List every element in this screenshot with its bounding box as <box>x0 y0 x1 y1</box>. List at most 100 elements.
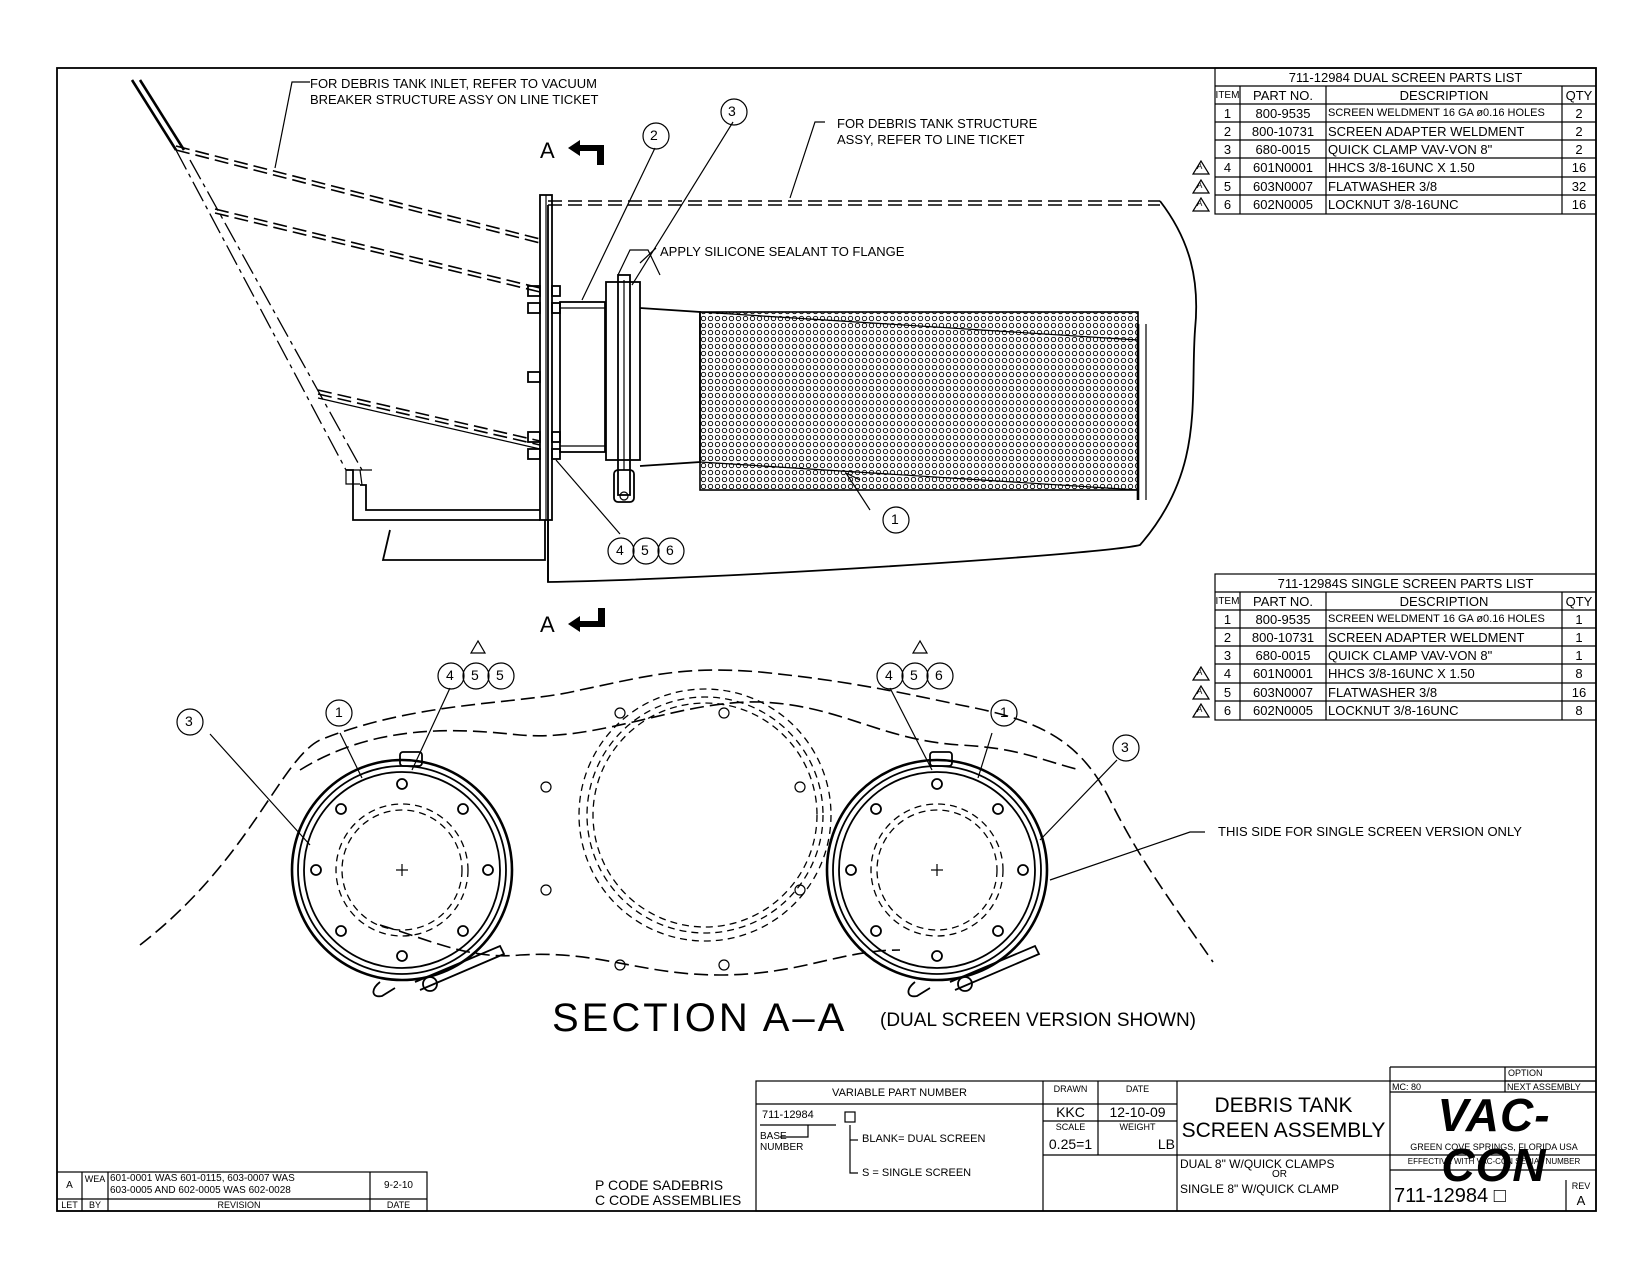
single-row-desc: FLATWASHER 3/8 <box>1328 685 1438 700</box>
dual-header-desc: DESCRIPTION <box>1399 88 1489 103</box>
dual-row-part: 602N0005 <box>1253 197 1313 212</box>
drawing-desc: DUAL 8" W/QUICK CLAMPS OR SINGLE 8" W/QU… <box>1180 1158 1388 1196</box>
dual-row-desc: SCREEN ADAPTER WELDMENT <box>1328 124 1525 139</box>
single-row-6: 6 602N0005 LOCKNUT 3/8-16UNC 8 <box>1215 702 1596 719</box>
inlet-note-line2: BREAKER STRUCTURE ASSY ON LINE TICKET <box>310 92 599 107</box>
dual-row-2: 2 800-10731 SCREEN ADAPTER WELDMENT 2 <box>1215 123 1596 140</box>
single-row-part: 601N0001 <box>1253 666 1313 681</box>
single-row-qty: 8 <box>1575 666 1583 681</box>
section-view <box>139 639 1214 998</box>
balloon-1-right: 1 <box>1000 704 1008 720</box>
single-row-part: 800-9535 <box>1255 612 1311 627</box>
balloon-1-top: 1 <box>891 511 899 527</box>
dual-row-qty: 16 <box>1571 160 1587 175</box>
balloon-4-left: 4 <box>446 667 454 683</box>
revision-text-line1: 601-0001 WAS 601-0115, 603-0007 WAS <box>110 1173 295 1184</box>
structure-note: FOR DEBRIS TANK STRUCTURE ASSY, REFER TO… <box>837 116 1037 148</box>
inlet-note: FOR DEBRIS TANK INLET, REFER TO VACUUM B… <box>310 76 598 108</box>
dual-rev-mark-6: A <box>1197 199 1203 208</box>
balloons <box>176 98 1140 762</box>
drawing-desc-or: OR <box>1272 1169 1287 1180</box>
dual-row-6: 6 602N0005 LOCKNUT 3/8-16UNC 16 <box>1215 196 1596 213</box>
balloon-6-top: 6 <box>666 542 674 558</box>
vpn-base-label: BASE NUMBER <box>760 1131 803 1153</box>
revision-header-date: DATE <box>386 1200 411 1210</box>
drawn-label: DRAWN <box>1053 1084 1088 1094</box>
dual-row-part: 603N0007 <box>1253 179 1313 194</box>
dual-header-qty: QTY <box>1565 88 1593 103</box>
single-header-desc: DESCRIPTION <box>1399 594 1489 609</box>
single-parts-title: 711-12984S SINGLE SCREEN PARTS LIST <box>1277 576 1534 591</box>
single-row-item: 6 <box>1223 703 1232 718</box>
balloon-5-top: 5 <box>641 542 649 558</box>
sealant-note: APPLY SILICONE SEALANT TO FLANGE <box>660 244 905 259</box>
single-header-item: ITEM <box>1215 596 1240 607</box>
single-row-qty: 1 <box>1575 648 1583 663</box>
balloon-4-right: 4 <box>885 667 893 683</box>
revision-header-rev: REVISION <box>217 1200 261 1210</box>
section-title: SECTION A–A <box>552 996 848 1040</box>
dual-row-desc: LOCKNUT 3/8-16UNC <box>1328 197 1459 212</box>
dual-row-1: 1 800-9535 SCREEN WELDMENT 16 GA ø0.16 H… <box>1215 105 1596 122</box>
dual-header-part: PART NO. <box>1253 88 1313 103</box>
vpn-base: 711-12984 <box>762 1109 814 1121</box>
dual-rev-mark-4: A <box>1197 162 1203 171</box>
single-row-item: 2 <box>1223 630 1232 645</box>
dual-row-item: 2 <box>1223 124 1232 139</box>
balloon-3-right: 3 <box>1121 739 1129 755</box>
dual-row-qty: 2 <box>1575 124 1583 139</box>
drawing-desc-line1: DUAL 8" W/QUICK CLAMPS <box>1180 1157 1335 1171</box>
dual-row-desc: FLATWASHER 3/8 <box>1328 179 1438 194</box>
revision-header-let: LET <box>61 1200 78 1210</box>
single-rev-mark-6: A <box>1197 705 1203 714</box>
dual-row-qty: 32 <box>1571 179 1587 194</box>
balloon-5-right: 5 <box>910 667 918 683</box>
revision-block <box>56 1171 428 1212</box>
drawing-title-line1: DEBRIS TANK <box>1214 1094 1353 1117</box>
single-row-item: 5 <box>1223 685 1232 700</box>
section-marker-bottom: A <box>540 612 555 637</box>
balloon-3-top: 3 <box>728 103 736 119</box>
balloon-6-right: 6 <box>935 667 943 683</box>
dual-row-part: 680-0015 <box>1255 142 1311 157</box>
location: GREEN COVE SPRINGS, FLORIDA USA <box>1410 1142 1578 1152</box>
vpn-blank: BLANK= DUAL SCREEN <box>862 1133 986 1145</box>
vpn-s: S = SINGLE SCREEN <box>862 1167 972 1179</box>
structure-note-line2: ASSY, REFER TO LINE TICKET <box>837 132 1025 147</box>
scale-label: SCALE <box>1055 1122 1086 1132</box>
dual-row-4: 4 601N0001 HHCS 3/8-16UNC X 1.50 16 <box>1215 159 1596 176</box>
next-assembly-label: NEXT ASSEMBLY <box>1507 1082 1581 1092</box>
weight-unit: LB <box>1157 1136 1175 1152</box>
pcode-line1: P CODE SADEBRIS <box>595 1177 724 1193</box>
dual-row-desc: HHCS 3/8-16UNC X 1.50 <box>1328 160 1475 175</box>
revision-date: 9-2-10 <box>384 1180 413 1191</box>
rev-value: A <box>1576 1193 1586 1208</box>
dual-parts-title: 711-12984 DUAL SCREEN PARTS LIST <box>1288 70 1523 85</box>
dual-row-item: 6 <box>1223 197 1232 212</box>
section-marker-top: A <box>540 138 555 163</box>
dual-row-qty: 2 <box>1575 106 1583 121</box>
dual-row-desc: SCREEN WELDMENT 16 GA ø0.16 HOLES <box>1328 107 1545 119</box>
vac-con-logo: VAC-CON <box>1437 1089 1551 1191</box>
effective-serial-label: EFFECTIVE WITH VAC-CON SERIAL NUMBER <box>1407 1157 1581 1166</box>
single-row-desc: LOCKNUT 3/8-16UNC <box>1328 703 1459 718</box>
single-row-desc: SCREEN ADAPTER WELDMENT <box>1328 630 1525 645</box>
dual-row-5: 5 603N0007 FLATWASHER 3/8 32 <box>1215 178 1596 195</box>
drawing-desc-line2: SINGLE 8" W/QUICK CLAMP <box>1180 1182 1339 1196</box>
date-value: 12-10-09 <box>1109 1104 1166 1120</box>
revision-header-by: BY <box>88 1200 101 1210</box>
drawing-number: 711-12984 □ <box>1394 1185 1506 1207</box>
single-row-item: 4 <box>1223 666 1232 681</box>
single-row-qty: 8 <box>1575 703 1583 718</box>
dual-row-3: 3 680-0015 QUICK CLAMP VAV-VON 8" 2 <box>1215 141 1596 158</box>
option-label: OPTION <box>1508 1068 1543 1078</box>
weight-label: WEIGHT <box>1119 1122 1156 1132</box>
dual-row-item: 3 <box>1223 142 1232 157</box>
single-row-qty: 1 <box>1575 630 1583 645</box>
dual-rev-mark-5: A <box>1197 181 1203 190</box>
revision-letter: A <box>66 1180 73 1191</box>
pcode-line2: C CODE ASSEMBLIES <box>595 1192 742 1208</box>
dual-header-item: ITEM <box>1215 90 1240 101</box>
balloon-3-left: 3 <box>185 713 193 729</box>
single-row-item: 3 <box>1223 648 1232 663</box>
